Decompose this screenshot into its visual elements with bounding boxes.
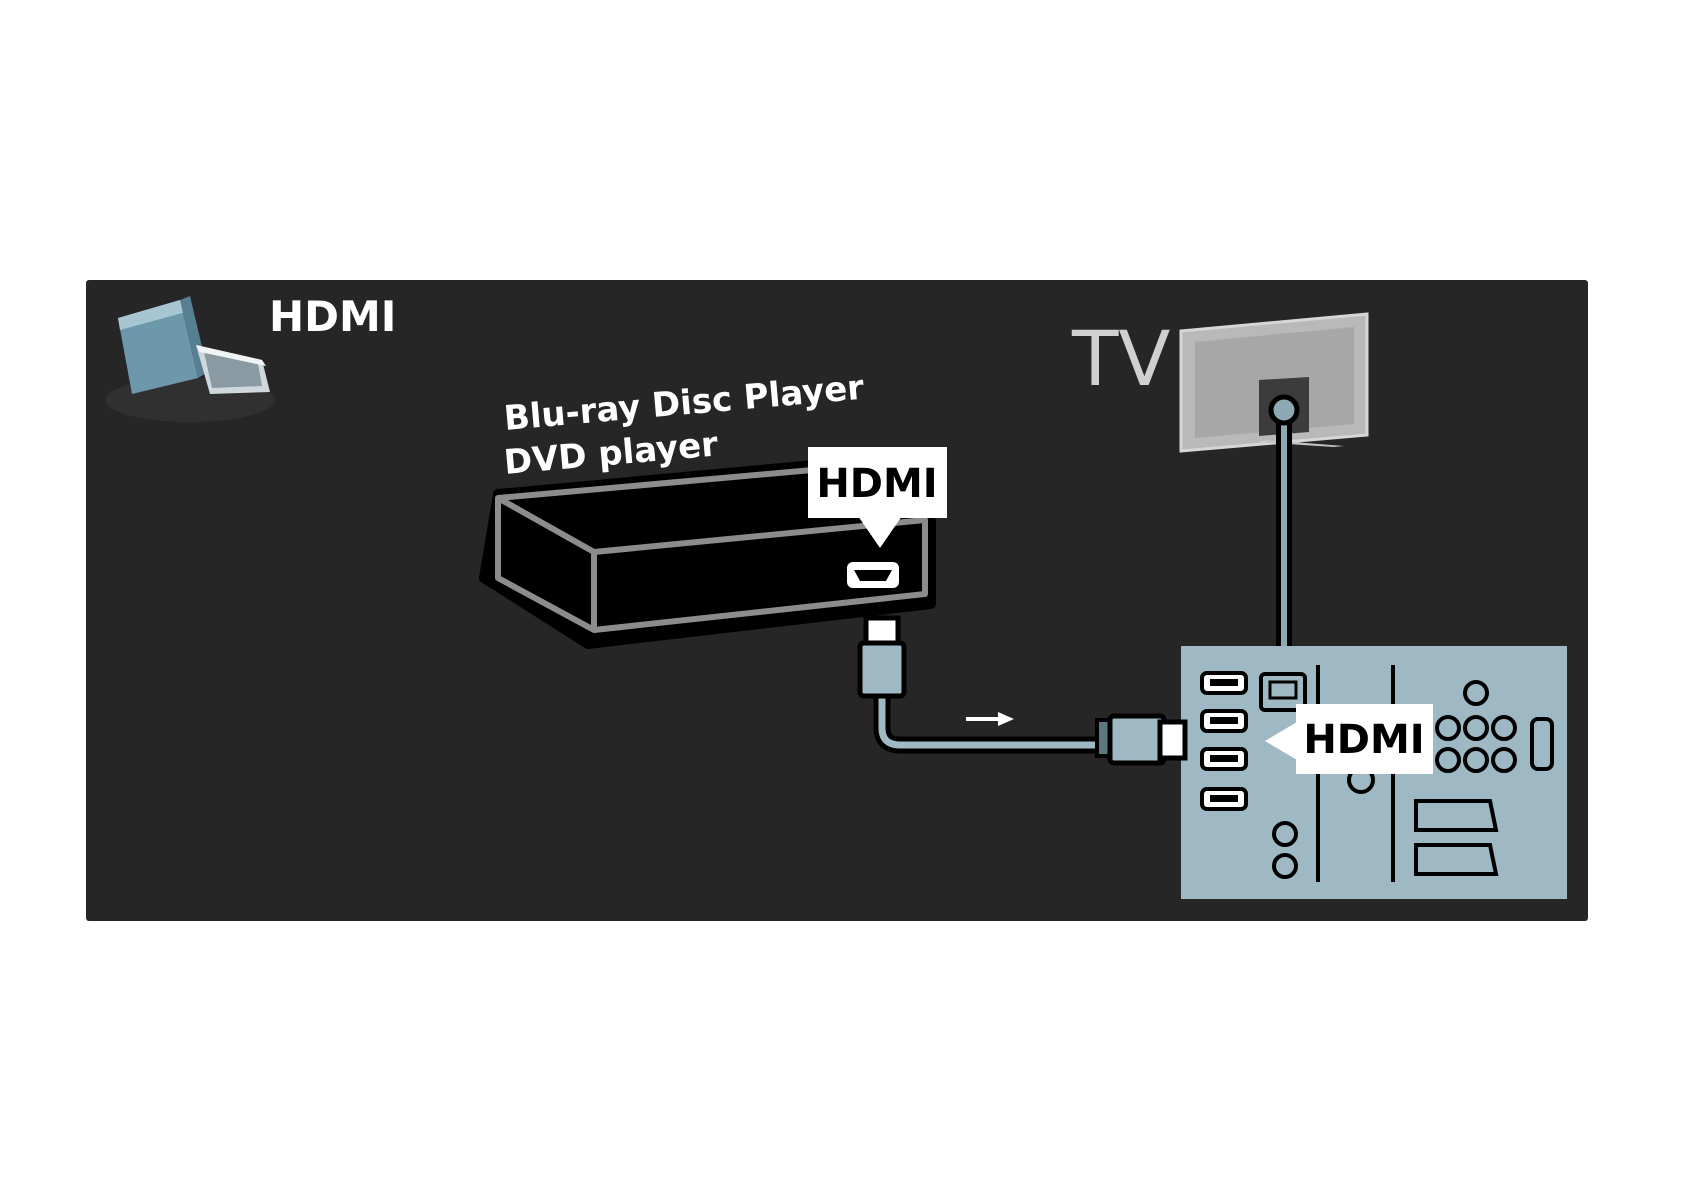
tv-hdmi-port-3 [1202,749,1246,769]
tv-hdmi-port-4 [1202,789,1246,809]
tv-hdmi-port-1 [1202,673,1246,693]
connector-type-label: HDMI [269,292,396,341]
source-port-callout-label: HDMI [816,461,937,507]
tv-hdmi-port-2 [1202,711,1246,731]
tv-port-callout-label: HDMI [1303,717,1424,763]
hdmi-port-icon [847,562,899,588]
tv-label: TV [1071,314,1170,403]
tv-back-icon [1181,314,1367,451]
